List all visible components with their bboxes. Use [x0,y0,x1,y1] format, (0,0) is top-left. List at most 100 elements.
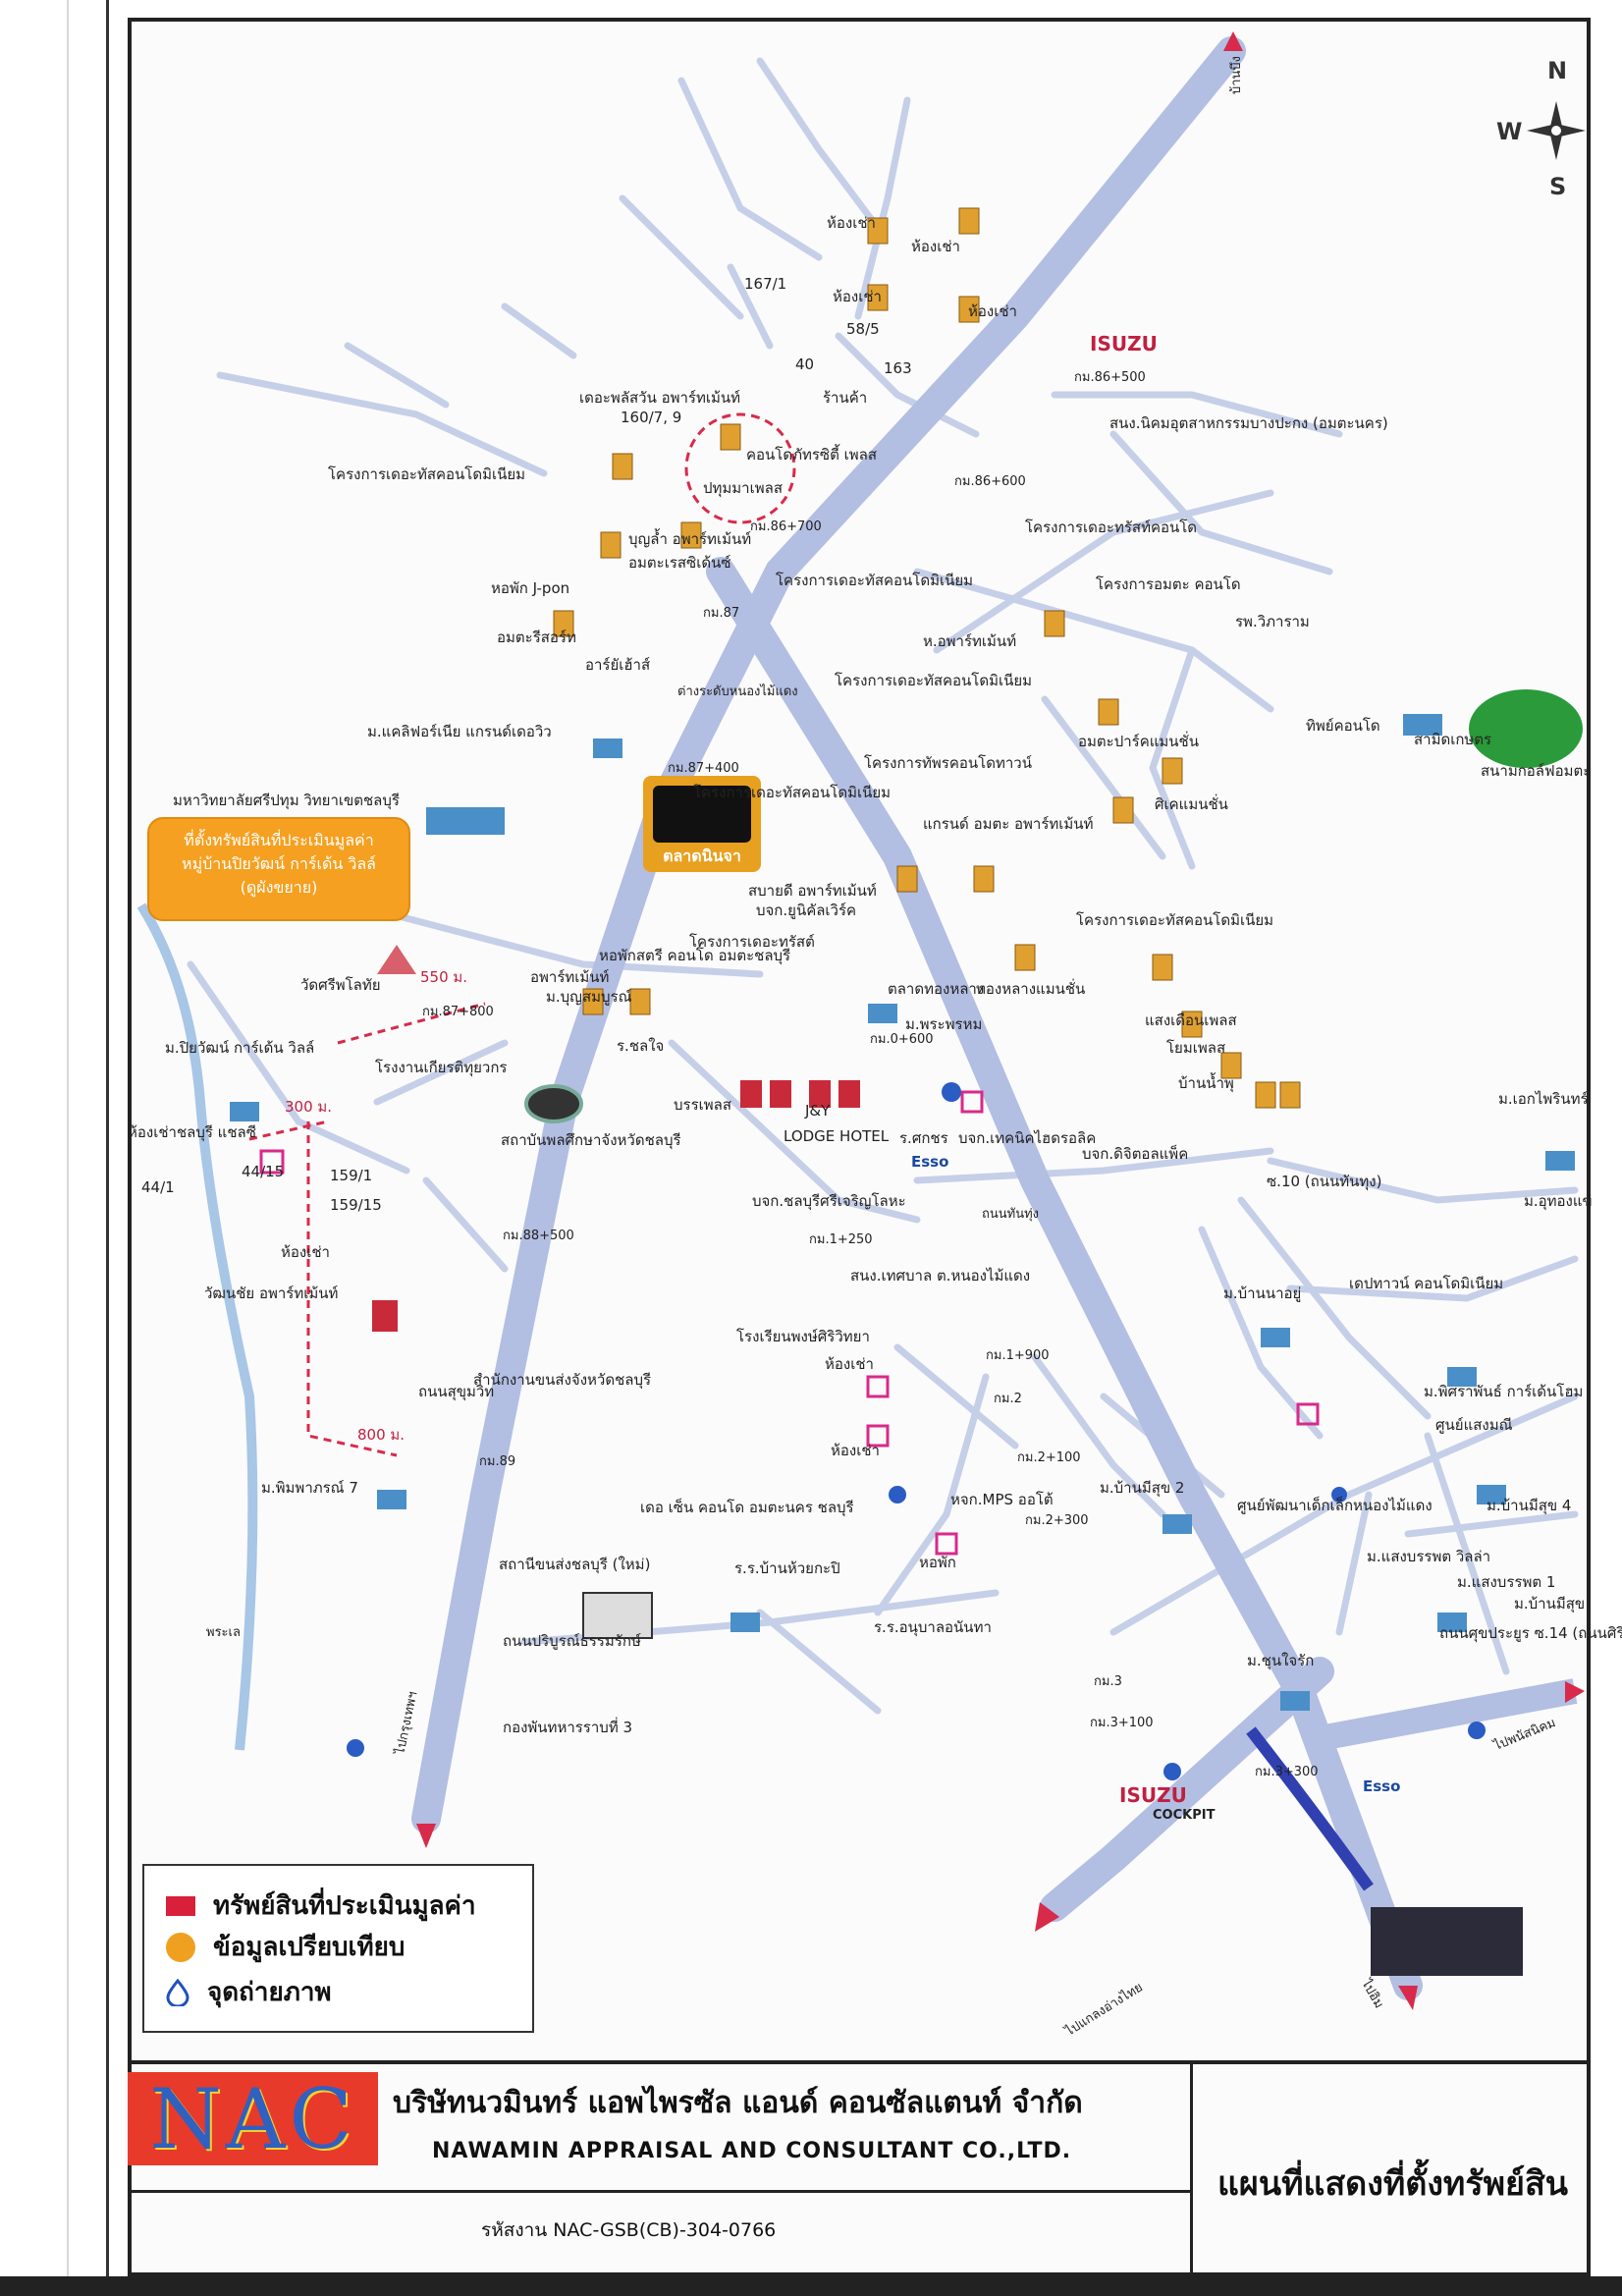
scan-margin-line [67,0,69,2296]
map-label: สามิดเกษตร [1414,731,1492,748]
map-label: ม.บ้านมีสุข 4 [1487,1497,1572,1514]
canal [136,902,258,1751]
km-marker: กม.86+500 [1074,370,1146,385]
map-label: ห้องเช่า [968,302,1017,320]
map-label: ถนนทันทุ่ง [982,1207,1040,1222]
map-label: ร้านค้า [823,389,868,407]
scan-bottom-edge [0,2276,1622,2296]
comparable-markers [553,207,1301,1109]
comparable-swatch-icon [166,1932,195,1962]
map-label: โครงการเดอะทัสคอนโดมิเนียม [328,465,526,483]
compass-icon [1527,101,1586,160]
map-label: แกรนด์ อมตะ อพาร์ทเม้นท์ [923,815,1094,833]
interchange-circle [684,412,796,524]
map-label: วัดศรีพโลทัย [300,976,381,994]
title-block [128,2060,1591,2280]
map-label: อมตะรีสอร์ท [497,629,576,646]
minor-roads [187,57,1579,1715]
map-label: สำนักงานขนส่งจังหวัดชลบุรี [473,1371,652,1389]
km-marker: กม.86+600 [954,474,1026,489]
map-label: บจก.ยูนิคัลเวิร์ค [756,902,857,919]
road-direction-label: บ้านบึง [1229,55,1245,95]
map-label: ห้องเช่าชลบุรี แชลซี [128,1123,256,1141]
map-label: โครงการเดอะทรัสต์ [689,933,815,951]
nac-logo: NAC [128,2071,378,2167]
map-label: โครงการอมตะ คอนโด [1096,575,1241,593]
map-label: ม.พิศราพันธ์ การ์เด้นโฮม [1424,1383,1584,1400]
map-label: บ้านน้ำพุ [1178,1074,1234,1092]
km-marker: กม.89 [479,1454,516,1469]
map-label: ม.แคลิฟอร์เนีย แกรนด์เดอวิว [367,723,552,740]
map-label: 163 [884,359,912,377]
map-label: แสงเดือนเพลส [1145,1011,1237,1029]
map-label: หอพักสตรี คอนโด อมตะชลบุรี [599,947,791,964]
photo-points [347,1082,1486,1780]
map-label: มหาวิทยาลัยศรีปทุม วิทยาเขตชลบุรี [173,792,400,809]
map-label: J&Y [805,1102,831,1120]
map-label: ห.อพาร์ทเม้นท์ [923,632,1017,650]
km-marker: กม.2 [994,1392,1022,1406]
job-code: รหัสงาน NAC-GSB(CB)-304-0766 [481,2219,777,2241]
map-label: เดอ เซ็น คอนโด อมตะนคร ชลบุรี [640,1499,854,1516]
map-label: ม.แสงบรรพต 1 [1457,1573,1556,1591]
km-marker: กม.86+700 [750,519,822,534]
map-label: ตลาดทองหลาง [888,980,985,998]
map-label: ห้องเช่า [827,214,876,232]
km-marker: กม.87 [703,606,740,621]
map-label: ทองหลางแมนชั่น [976,980,1086,998]
map-label: ถนนศุขประยูร ซ.14 (ถนนศิริรักษ์) [1439,1624,1622,1642]
market-label: ตลาดนินจา [663,847,741,865]
km-marker: กม.3 [1094,1674,1122,1689]
title-divider-h [128,2190,1190,2193]
map-label: บรรเพลส [674,1096,731,1114]
map-label: สนง.นิคมอุตสาหกรรมบางปะกง (อมตะนคร) [1109,414,1388,432]
esso-label-2: Esso [1363,1777,1401,1795]
map-label: สถาบันพลศึกษาจังหวัดชลบุรี [501,1131,681,1149]
map-label: ปทุมมาเพลส [703,479,783,497]
map-label: 167/1 [744,275,787,293]
cockpit-label: COCKPIT [1153,1808,1216,1823]
compass-s: S [1549,173,1567,200]
company-name-thai: บริษัทนวมินทร์ แอพไพรซัล แอนด์ คอนซัลแตน… [393,2086,1083,2120]
compass-rose: N S W [1496,57,1610,204]
map-label: โครงการเดอะทรัสท์คอนโด [1025,519,1198,536]
map-label: ร.ร.บ้านห้วยกะปิ [734,1559,840,1577]
road-end-arrows [416,31,1585,2010]
km-marker: กม.3+300 [1255,1765,1319,1779]
distance-label: 300 ม. [285,1098,333,1116]
village-icons [230,714,1575,1711]
map-label: บจก.ดิจิตอลแพ็ค [1082,1145,1189,1163]
map-label: ทิพย์คอนโด [1306,717,1380,735]
map-label: 44/1 [141,1178,175,1196]
map-label: อมตะเรสซิเด้นซ์ [628,554,731,572]
map-label: ม.อุทองแข [1524,1192,1593,1210]
map-label: ม.ปิยวัฒน์ การ์เด้น วิลล์ [165,1039,315,1057]
map-label: ร.ชลใจ [617,1037,665,1055]
isuzu-label-bottom: ISUZU [1119,1783,1187,1807]
map-label: ม.บ้านมีสุข [1514,1595,1586,1613]
map-label: ศูนย์พัฒนาเด็กเล็กหนองไม้แดง [1237,1497,1433,1514]
km-marker: กม.88+500 [503,1229,574,1243]
map-label: โครงการเดอะทัสคอนโดมิเนียม [776,572,974,589]
map-label: ห้องเช่า [831,1442,880,1459]
km-marker: กม.87+800 [422,1005,494,1019]
map-legend: ทรัพย์สินที่ประเมินมูลค่า ข้อมูลเปรียบเท… [142,1864,534,2033]
map-label: เดปทาวน์ คอนโดมิเนียม [1349,1275,1504,1292]
km-marker: กม.2+300 [1025,1513,1089,1528]
km-marker: กม.0+600 [870,1032,934,1047]
map-label: โยมเพลส [1166,1039,1226,1057]
map-label: 160/7, 9 [621,409,682,426]
map-label: กองพันทหารราบที่ 3 [503,1719,633,1736]
market-logo-graphic [653,786,751,843]
map-label: รพ.วิภาราม [1235,613,1310,630]
km-marker: กม.1+900 [986,1348,1050,1363]
map-label: สนง.เทศบาล ต.หนองไม้แดง [850,1267,1031,1285]
camera-pin-icon [166,1978,189,2006]
map-label: อมตะปาร์คแมนชั่น [1078,733,1199,750]
map-label: ม.บุญสมบูรณ์ [546,988,632,1006]
map-title: แผนที่แสดงที่ตั้งทรัพย์สิน [1217,2164,1568,2204]
km-marker: กม.87+400 [668,761,739,776]
map-label: ม.พระพรหม [905,1015,983,1033]
km-marker: กม.2+100 [1017,1450,1081,1465]
map-label: ม.ชุนใจรัก [1247,1652,1315,1669]
